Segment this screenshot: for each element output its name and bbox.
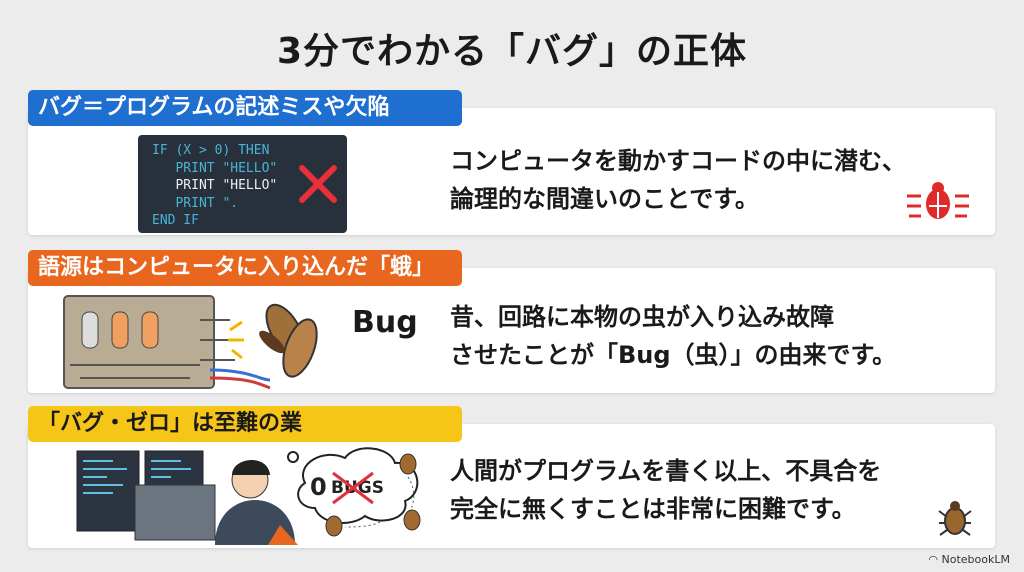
zero-bugs-text: 人間がプログラムを書く以上、不具合を完全に無くすことは非常に困難です。 [450, 452, 881, 528]
section-label-definition: バグ＝プログラムの記述ミスや欠陥 [28, 90, 462, 126]
page-title: 3分でわかる「バグ」の正体 [276, 31, 748, 72]
text-line: コンピュータを動かすコードの中に潜む、 [450, 147, 906, 175]
programmer-illustration [76, 450, 298, 545]
code-line: PRINT "HELLO" [152, 160, 278, 176]
text-line: 論理的な間違いのことです。 [450, 185, 759, 213]
bug-word: Bug [352, 305, 418, 340]
definition-text: コンピュータを動かすコードの中に潜む、論理的な間違いのことです。 [450, 142, 906, 218]
zero-bugs-thought-bubble: 0 BUGS [287, 447, 419, 524]
bubble-zero: 0 [310, 473, 327, 501]
text-line: 完全に無くすことは非常に困難です。 [450, 495, 856, 523]
small-bugs-icon [325, 453, 421, 537]
notebooklm-logo-icon: ◠ [928, 553, 942, 566]
red-bug-icon [907, 182, 969, 219]
code-snippet: IF (X > 0) THEN PRINT "HELLO" PRINT "HEL… [138, 135, 347, 233]
footer-text: NotebookLM [941, 553, 1010, 566]
text-line: 人間がプログラムを書く以上、不具合を [450, 457, 882, 485]
code-line: IF (X > 0) THEN [152, 143, 270, 158]
code-line: PRINT ". [152, 195, 239, 211]
section-label-zero-bugs: 「バグ・ゼロ」は至難の業 [28, 406, 462, 442]
brown-bug-icon [938, 501, 972, 536]
code-line: PRINT "HELLO" [152, 178, 278, 193]
moth-circuit-illustration [63, 295, 318, 390]
notebooklm-watermark: ◠ NotebookLM [928, 553, 1010, 566]
text-line: させたことが「Bug（虫）」の由来です。 [450, 341, 897, 369]
origin-text: 昔、回路に本物の虫が入り込み故障させたことが「Bug（虫）」の由来です。 [450, 298, 896, 374]
section-label-origin: 語源はコンピュータに入り込んだ「蛾」 [28, 250, 462, 286]
red-x-icon [299, 165, 337, 203]
code-line: END IF [152, 213, 199, 228]
text-line: 昔、回路に本物の虫が入り込み故障 [450, 303, 834, 331]
